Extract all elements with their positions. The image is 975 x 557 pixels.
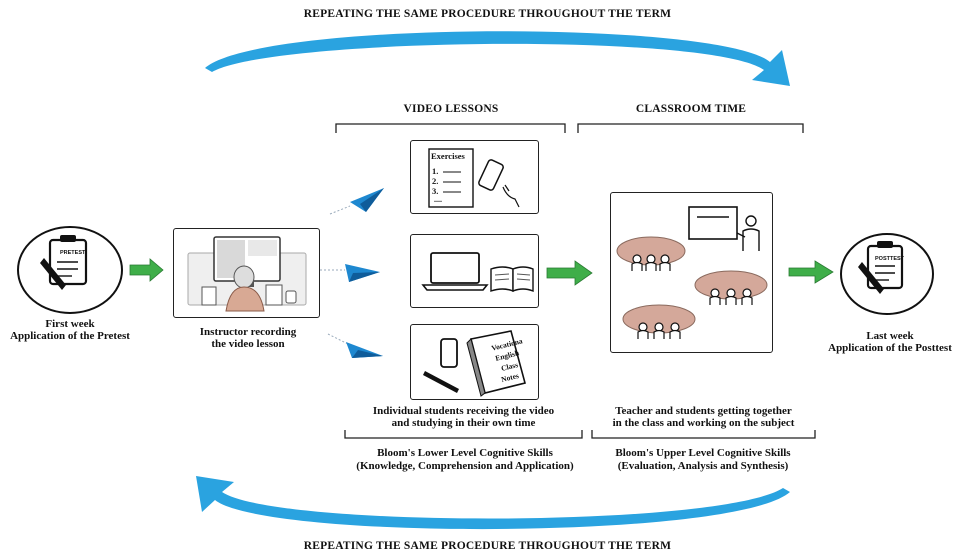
bloom-lower-line1: Bloom's Lower Level Cognitive Skills	[377, 447, 553, 459]
exercises-icon	[428, 148, 520, 208]
top-cycle-arrow	[205, 31, 790, 86]
video-lessons-header: VIDEO LESSONS	[403, 103, 499, 115]
students-caption-line2: and studying in their own time	[391, 417, 536, 429]
laptop-book-box	[410, 234, 539, 308]
pretest-badge: PRETEST	[60, 250, 86, 256]
paper-plane-top-icon	[329, 188, 384, 215]
posttest-icon	[840, 233, 934, 315]
exercises-item-1: 1.	[432, 166, 439, 176]
students-caption-line1: Individual students receiving the video	[372, 405, 555, 417]
phone-notebook-icon	[423, 330, 526, 397]
instructor-label-line2: the video lesson	[211, 338, 285, 350]
top-banner-text: REPEATING THE SAME PROCEDURE THROUGHOUT …	[303, 8, 672, 20]
laptop-book-icon	[421, 252, 534, 293]
classroom-time-header: CLASSROOM TIME	[635, 103, 747, 115]
exercises-title: Exercises	[431, 151, 465, 161]
exercises-item-more: ....	[434, 195, 442, 204]
posttest-label-line1: Last week	[866, 330, 914, 342]
exercises-box: Exercises 1. 2. 3. ....	[410, 140, 539, 214]
video-lessons-bracket	[335, 123, 566, 133]
classroom-box	[610, 192, 773, 353]
pretest-label-line2: Application of the Pretest	[10, 330, 130, 342]
bottom-cycle-arrow	[196, 476, 790, 530]
phone-notebook-box: Vocationa English Class Notes	[410, 324, 539, 400]
flow-arrow-2	[546, 260, 593, 286]
upper-skills-bracket	[591, 430, 816, 439]
paper-plane-bottom-icon	[327, 333, 383, 358]
paper-plane-middle-icon	[320, 264, 380, 282]
bloom-lower-line2: (Knowledge, Comprehension and Applicatio…	[356, 460, 574, 472]
bloom-upper-line1: Bloom's Upper Level Cognitive Skills	[615, 447, 791, 459]
lower-skills-bracket	[344, 430, 583, 439]
exercises-item-3: 3.	[432, 186, 439, 196]
flow-arrow-3	[788, 260, 834, 284]
exercises-item-2: 2.	[432, 176, 439, 186]
pretest-label-line1: First week	[45, 318, 95, 330]
instructor-recording-icon	[187, 236, 307, 312]
classroom-time-bracket	[577, 123, 804, 133]
flow-arrow-1	[129, 258, 164, 282]
bottom-banner-text: REPEATING THE SAME PROCEDURE THROUGHOUT …	[303, 540, 672, 552]
pretest-icon	[17, 226, 123, 314]
classroom-icon	[616, 206, 768, 339]
teacher-caption-line2: in the class and working on the subject	[612, 417, 795, 429]
teacher-caption-line1: Teacher and students getting together	[615, 405, 792, 417]
instructor-recording-box	[173, 228, 320, 318]
posttest-badge: POSTTEST	[875, 256, 905, 262]
instructor-label-line1: Instructor recording	[199, 326, 297, 338]
bloom-upper-line2: (Evaluation, Analysis and Synthesis)	[617, 460, 789, 472]
posttest-label-line2: Application of the Posttest	[828, 342, 952, 354]
